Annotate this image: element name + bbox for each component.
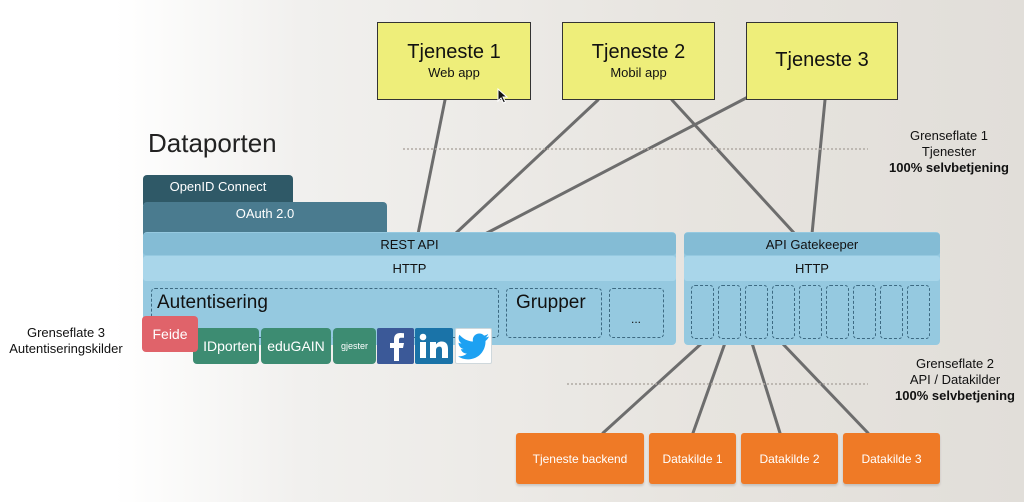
data-source-datakilde-3: Datakilde 3 xyxy=(843,433,940,484)
data-source-tjeneste-backend: Tjeneste backend xyxy=(516,433,644,484)
diagram-title: Dataporten xyxy=(148,128,277,158)
link-tjeneste2-rest xyxy=(453,98,600,236)
service-box-2[interactable]: Tjeneste 2 Mobil app xyxy=(562,22,715,100)
api-slot xyxy=(718,285,741,339)
link-gatekeeper-backend xyxy=(601,341,704,435)
link-tjeneste3-rest xyxy=(483,95,750,236)
openid-connect-bar: OpenID Connect xyxy=(143,175,293,205)
rest-api-bar: REST API xyxy=(143,233,676,255)
link-tjeneste3-gatekeeper xyxy=(810,98,827,236)
grenseflate-2-line3: 100% selvbetjening xyxy=(895,388,1015,403)
oauth-bar: OAuth 2.0 xyxy=(143,202,387,235)
service-name: Tjeneste 2 xyxy=(591,41,686,63)
link-tjeneste2-gatekeeper xyxy=(670,98,797,236)
service-sub: Mobil app xyxy=(610,65,667,80)
grenseflate-3-title: Grenseflate 3 xyxy=(26,325,106,340)
cursor-icon xyxy=(497,88,509,104)
service-name: Tjeneste 3 xyxy=(775,49,869,71)
auth-source-idporten: IDporten xyxy=(193,328,259,364)
http-bar-right: HTTP xyxy=(684,256,940,281)
more-module xyxy=(609,288,664,338)
more-label: ... xyxy=(631,312,642,326)
link-tjeneste1-rest xyxy=(416,98,447,236)
grenseflate-3-line2: Autentiseringskilder xyxy=(9,341,123,356)
auth-source-feide: Feide xyxy=(142,316,198,352)
auth-source-gjester: gjester xyxy=(333,328,376,364)
http-bar-left: HTTP xyxy=(143,256,676,281)
data-source-datakilde-2: Datakilde 2 xyxy=(741,433,838,484)
linkedin-icon xyxy=(415,328,453,364)
link-gatekeeper-datakilde1 xyxy=(691,341,727,435)
service-box-1[interactable]: Tjeneste 1 Web app xyxy=(377,22,531,100)
api-slot xyxy=(772,285,795,339)
api-slot xyxy=(691,285,714,339)
grupper-module xyxy=(506,288,602,338)
grupper-label: Grupper xyxy=(516,292,586,313)
grenseflate-3-label: Grenseflate 3 Autentiseringskilder xyxy=(0,325,132,357)
api-slot xyxy=(826,285,849,339)
gatekeeper-bar: API Gatekeeper xyxy=(684,233,940,255)
service-box-3[interactable]: Tjeneste 3 xyxy=(746,22,898,100)
api-slot xyxy=(799,285,822,339)
api-slot xyxy=(880,285,903,339)
grenseflate-1-title: Grenseflate 1 xyxy=(909,128,989,143)
grenseflate-1-line3: 100% selvbetjening xyxy=(889,160,1009,175)
grenseflate-2-line2: API / Datakilder xyxy=(909,372,1001,387)
auth-source-edugain: eduGAIN xyxy=(261,328,331,364)
grenseflate-1-label: Grenseflate 1 Tjenester 100% selvbetjeni… xyxy=(880,128,1018,176)
data-source-datakilde-1: Datakilde 1 xyxy=(649,433,736,484)
api-slot xyxy=(853,285,876,339)
service-sub: Web app xyxy=(428,65,480,80)
link-gatekeeper-datakilde2 xyxy=(750,341,782,435)
autentisering-label: Autentisering xyxy=(157,292,268,313)
twitter-icon xyxy=(455,328,492,364)
grenseflate-2-label: Grenseflate 2 API / Datakilder 100% selv… xyxy=(886,356,1024,404)
grenseflate-2-title: Grenseflate 2 xyxy=(915,356,995,371)
api-slot xyxy=(745,285,768,339)
api-slot xyxy=(907,285,930,339)
facebook-icon xyxy=(377,328,414,364)
service-name: Tjeneste 1 xyxy=(407,41,501,63)
link-gatekeeper-datakilde3 xyxy=(780,341,870,435)
grenseflate-1-line2: Tjenester xyxy=(921,144,977,159)
